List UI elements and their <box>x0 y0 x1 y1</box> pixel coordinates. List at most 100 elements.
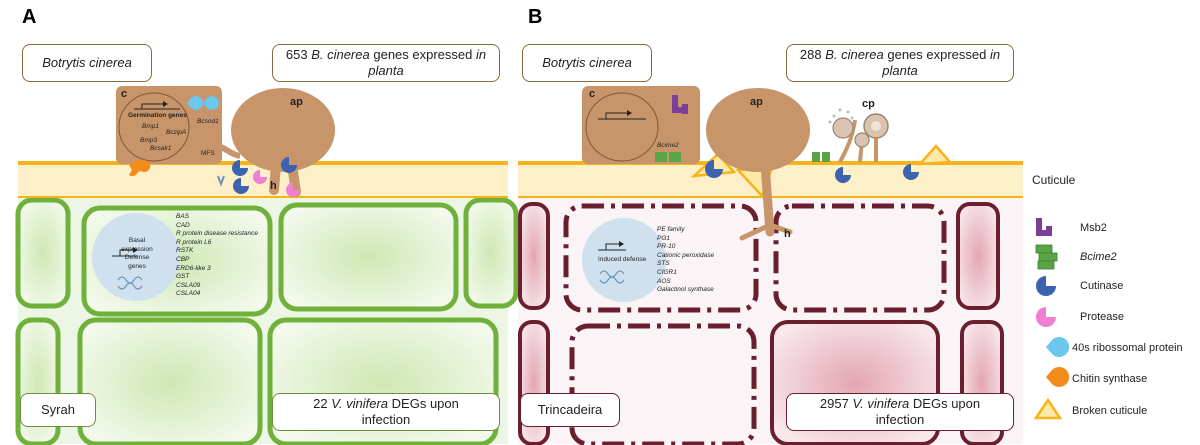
cutinase-icon <box>903 164 919 180</box>
legend-label-chitin: Chitin synthase <box>1072 373 1148 385</box>
gene-item: STS <box>657 260 670 268</box>
ribosomal-protein-icon <box>1046 337 1070 357</box>
chitin-synthase-icon <box>1046 367 1070 387</box>
gene-item: Cationic peroxidase <box>657 251 715 259</box>
arrowhead-icon <box>163 101 168 107</box>
plant-cell <box>463 197 519 309</box>
legend-label-cutinase: Cutinase <box>1080 280 1124 292</box>
cutinase-icon <box>1036 276 1056 296</box>
spore <box>838 108 842 112</box>
appressorium-label: ap <box>750 96 763 108</box>
hypha-label: h <box>784 228 791 240</box>
bcsod1-label: Bcsod1 <box>197 118 219 125</box>
panel-a-fungus <box>116 86 335 197</box>
arrowhead-icon <box>627 110 632 116</box>
induced-defense-title: Induced defense <box>598 256 647 263</box>
conidiophore-head <box>871 121 881 131</box>
spore <box>850 116 854 120</box>
expressed-text: genes expressed <box>887 47 987 63</box>
nucleus <box>92 213 180 301</box>
degs-species: V. vinifera <box>331 396 389 412</box>
germination-nucleus <box>118 92 190 162</box>
plant-cell <box>278 202 459 312</box>
legend-label-broken-cuticle: Broken cuticule <box>1072 405 1148 417</box>
degs-text: DEGs upon <box>912 396 981 412</box>
basal-title: Basal expression Defense genes <box>116 237 158 271</box>
arrowhead-icon <box>133 247 138 253</box>
defense-gene-list-a: BAS CAD R protein disease resistance R p… <box>176 213 258 299</box>
plant-cell <box>956 202 1000 310</box>
promoter-arrow-icon <box>141 103 166 109</box>
gene-item: Bmp1 <box>142 123 159 130</box>
plant-cell-damaged <box>563 203 759 313</box>
germ-tube <box>209 142 241 159</box>
plant-cell-damaged <box>569 323 757 445</box>
cuticle-label: Cuticule <box>1032 173 1076 187</box>
arrowhead-icon <box>619 241 624 247</box>
gene-item: BczipA <box>166 129 187 136</box>
panel-b-fungus <box>582 86 919 241</box>
mfs-label: MFS <box>201 150 215 157</box>
appressorium <box>231 88 335 172</box>
conidiophore-head <box>854 132 870 148</box>
bcime2-icon <box>1035 244 1058 270</box>
plant-cell <box>518 202 550 310</box>
plant-cell-damaged <box>773 203 947 313</box>
cutinase-icon <box>232 160 248 176</box>
dna-icon <box>599 270 625 284</box>
promoter-arrow-icon <box>605 243 622 250</box>
panel-a-letter: A <box>22 6 37 28</box>
gene-item: R protein L6 <box>176 238 212 246</box>
germination-title: Germination genes <box>128 112 187 119</box>
spore <box>846 110 850 114</box>
penetration-hypha <box>760 160 775 237</box>
spore <box>828 120 832 124</box>
protease-icon <box>253 170 267 184</box>
expressed-planta: planta <box>882 63 918 78</box>
hypha-label: h <box>270 180 277 192</box>
bcime2-label: Bcime2 <box>657 142 679 149</box>
gene-item: GST <box>176 273 190 281</box>
degs-count: 2957 <box>819 396 849 412</box>
gene-item: CIGR1 <box>657 268 677 276</box>
gene-item: Galactinol synthase <box>657 286 714 294</box>
defense-gene-list-b: PE family PG1 PR-10 Cationic peroxidase … <box>657 226 714 295</box>
gene-item: RSTK <box>176 247 194 255</box>
appressorium-label: ap <box>290 96 303 108</box>
cutinase-icon <box>705 160 723 178</box>
expressed-count: 653 <box>285 47 308 63</box>
degs-infection: infection <box>875 412 925 427</box>
spore <box>832 114 836 118</box>
expressed-species: B. cinerea <box>311 47 370 63</box>
organism-box-a: Botrytis cinerea <box>22 44 152 82</box>
panel-a-plant <box>15 197 519 445</box>
ribosomal-protein-icon <box>203 96 219 111</box>
cutinase-icon <box>233 178 249 194</box>
expressed-text: genes expressed <box>373 47 473 63</box>
bcime2-icon <box>655 152 681 162</box>
gene-item: PG1 <box>657 234 671 242</box>
ribosomal-protein-icon <box>187 96 203 111</box>
gene-item: PE family <box>657 226 685 233</box>
mfs-transporter-icon <box>217 175 225 187</box>
cultivar-box-a: Syrah <box>20 393 96 427</box>
expressed-in: in <box>990 47 1001 63</box>
conidium-label: c <box>589 88 596 100</box>
expressed-in: in <box>476 47 487 63</box>
basal-title-line: Defense genes <box>124 254 150 270</box>
cutinase-icon <box>835 167 851 183</box>
gene-item: Bcsak1 <box>150 145 172 152</box>
promoter-arrow-icon <box>605 112 630 119</box>
appressorium <box>706 88 810 172</box>
gene-item: AOS <box>657 277 671 285</box>
gene-item: BAS <box>176 213 190 220</box>
legend-label-protease: Protease <box>1080 311 1125 323</box>
cultivar-box-b: Trincadeira <box>520 393 620 427</box>
legend-label-msb2: Msb2 <box>1080 222 1107 234</box>
legend-label-bcime2: Bcime2 <box>1080 251 1117 263</box>
